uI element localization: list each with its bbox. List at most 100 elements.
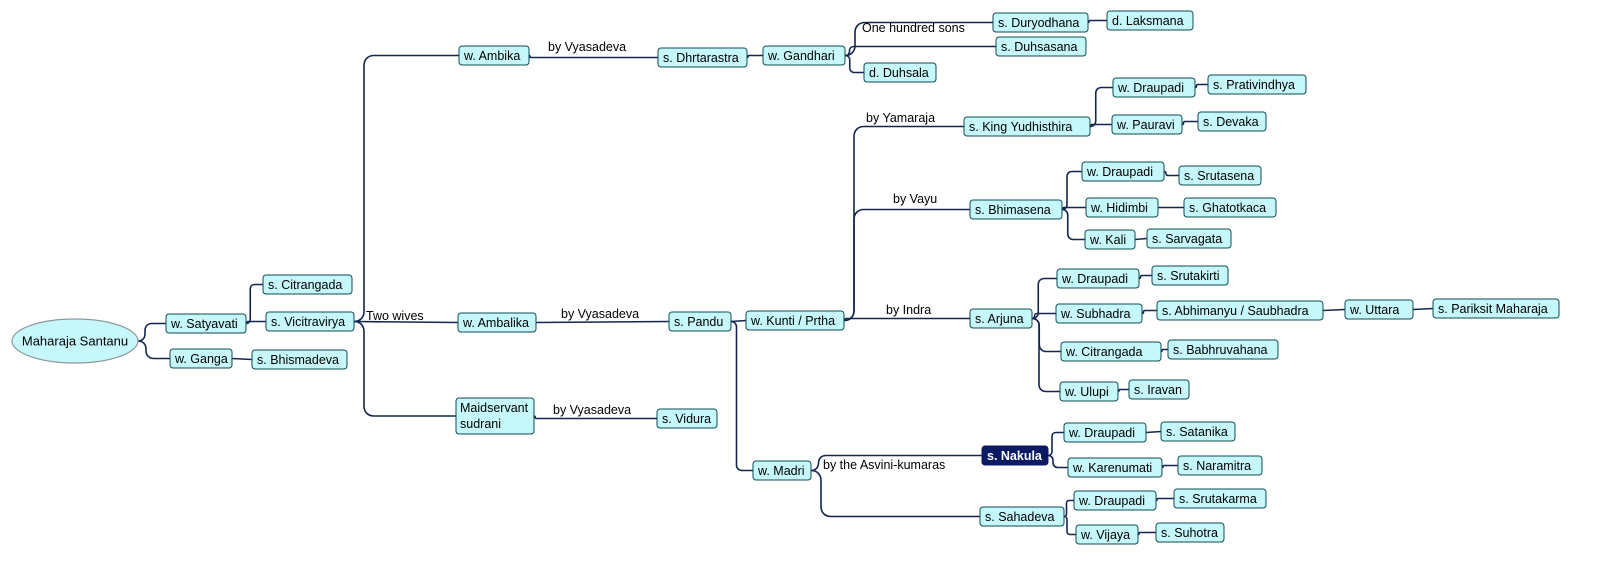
tree-edge (730, 320, 753, 472)
node-box (656, 408, 718, 429)
tree-edge (1412, 307, 1434, 311)
node-label: w. Draupadi (1078, 494, 1145, 508)
node-label: w. Subhadra (1060, 307, 1131, 321)
node-label: w. Kali (1089, 233, 1126, 247)
node-label: s. Srutakirti (1157, 269, 1220, 283)
node-box (979, 506, 1065, 527)
node-label: s. Naramitra (1183, 459, 1251, 473)
node-box (1056, 268, 1140, 289)
tree-edge (1047, 454, 1068, 469)
node-box (1156, 300, 1324, 321)
node-ganga: w. Ganga (169, 348, 233, 369)
tree-edge (1155, 497, 1174, 502)
node-satyavati: w. Satyavati (165, 313, 247, 334)
node-label: s. Satanika (1166, 425, 1228, 439)
tree-edge (1163, 170, 1179, 177)
node-duhsala: d. Duhsala (863, 62, 937, 83)
node-devaka: s. Devaka (1197, 111, 1267, 132)
node-label: s. Bhimasena (975, 203, 1051, 217)
tree-edge (1089, 86, 1113, 128)
node-ulupi: w. Ulupi (1059, 381, 1119, 402)
node-box (1063, 422, 1147, 443)
node-box (265, 311, 355, 332)
node-label: Maidservant (460, 401, 529, 415)
node-label: w. Satyavati (170, 317, 238, 331)
node-pauravi: w. Pauravi (1111, 114, 1183, 135)
tree-edge (528, 54, 658, 59)
tree-edge (1134, 237, 1148, 241)
node-label: s. Babhruvahana (1173, 343, 1268, 357)
node-label: s. Iravan (1134, 383, 1182, 397)
node-babhruvahana: s. Babhruvahana (1167, 339, 1279, 360)
node-label: s. Devaka (1203, 115, 1259, 129)
node-label: w. Gandhari (767, 49, 835, 63)
node-karenumati: w. Karenumati (1067, 457, 1163, 478)
node-label: s. Dhrtarastra (663, 51, 739, 65)
node-box (963, 116, 1091, 137)
tree-edge (1063, 515, 1076, 536)
node-box (262, 274, 353, 295)
node-label: sudrani (460, 417, 501, 431)
node-box (1112, 77, 1196, 98)
node-box (1167, 339, 1279, 360)
edge-label-one-hundred-sons: One hundred sons (862, 21, 965, 35)
node-arjuna: s. Arjuna (969, 308, 1033, 329)
tree-edge (533, 415, 657, 420)
edge-label-two-wives: Two wives (366, 309, 424, 323)
tree-edge (1181, 120, 1198, 126)
edge-label-by-vyasadeva-3: by Vyasadeva (553, 403, 631, 417)
tree-edge (535, 320, 670, 324)
node-label: w. Madri (757, 464, 805, 478)
node-draupadi-sd: w. Draupadi (1073, 490, 1157, 511)
node-nakula: s. Nakula (981, 445, 1049, 466)
node-box (1059, 381, 1119, 402)
node-pandu: s. Pandu (668, 311, 732, 332)
node-label: s. Sahadeva (985, 510, 1055, 524)
node-box (1207, 74, 1307, 95)
node-box (1160, 421, 1236, 442)
node-label: s. Srutasena (1184, 169, 1254, 183)
node-label: w. Ambika (463, 49, 520, 63)
node-box (1197, 111, 1267, 132)
node-sarvagata: s. Sarvagata (1146, 228, 1232, 249)
node-box (1432, 298, 1560, 319)
node-box (1081, 161, 1165, 182)
node-box (458, 45, 530, 66)
node-box (165, 313, 247, 334)
node-box (457, 312, 537, 333)
node-box (1151, 265, 1229, 286)
node-maidservant: Maidservant sudrani (455, 397, 535, 435)
node-label: s. Srutakarma (1179, 492, 1257, 506)
tree-edge (137, 322, 166, 342)
node-madri: w. Madri (752, 460, 812, 481)
node-label: w. Ulupi (1064, 385, 1109, 399)
tree-edge (843, 125, 964, 322)
node-box (1060, 341, 1162, 362)
node-box (1344, 299, 1414, 320)
node-naramitra: s. Naramitra (1177, 455, 1263, 476)
tree-edge (1137, 531, 1156, 536)
node-srutakirti: s. Srutakirti (1151, 265, 1229, 286)
node-label: s. Vicitravirya (271, 315, 345, 329)
tree-edge (844, 45, 996, 57)
node-box (1085, 197, 1159, 218)
node-vijaya: w. Vijaya (1075, 524, 1139, 545)
node-label: s. Duryodhana (998, 16, 1079, 30)
node-box (969, 199, 1063, 220)
node-box (1106, 10, 1194, 31)
node-box (1183, 197, 1277, 218)
node-box (668, 311, 732, 332)
tree-edge (1031, 317, 1060, 393)
tree-edge (1063, 499, 1074, 518)
tree-edge (1047, 431, 1064, 457)
tree-edge (1160, 348, 1168, 353)
node-box (1177, 455, 1263, 476)
node-box (169, 348, 233, 369)
node-box (1155, 522, 1225, 543)
edge-label-by-indra: by Indra (886, 303, 931, 317)
node-label: s. Ghatotkaca (1189, 201, 1266, 215)
node-suhotra: s. Suhotra (1155, 522, 1225, 543)
node-box (1128, 379, 1190, 400)
node-box (251, 349, 348, 370)
tree-edge (1194, 83, 1208, 89)
